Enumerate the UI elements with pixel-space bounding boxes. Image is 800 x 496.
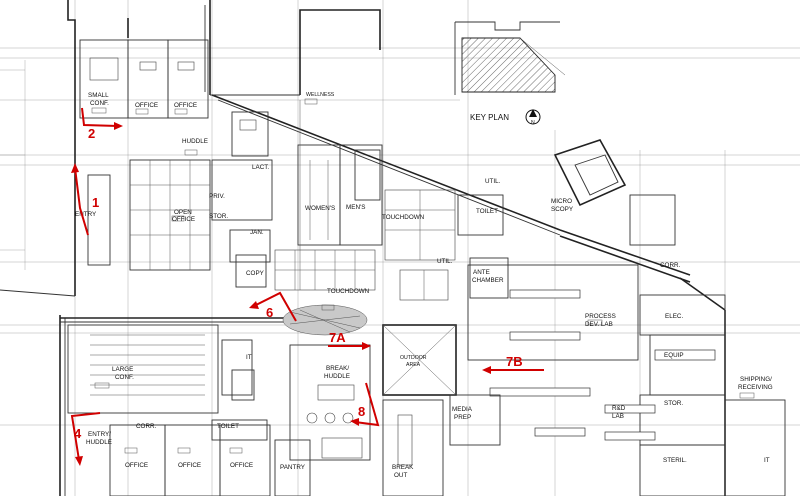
room-label-micro-2: SCOPY [551, 206, 574, 213]
svg-text:1: 1 [92, 195, 99, 210]
room-label-shipping: SHIPPING/ [740, 376, 772, 383]
room-label-toilet: TOILET [476, 208, 498, 215]
room-label-office: OFFICE [230, 462, 253, 469]
room-label-shipping-2: RECEIVING [738, 384, 773, 391]
large-conference [67, 324, 255, 414]
touchdown-desks [274, 189, 456, 301]
room-label-stor: STOR. [664, 400, 683, 407]
room-label-huddle: HUDDLE [182, 138, 208, 145]
room-label-entry-huddle: ENTRY/ [88, 431, 111, 438]
room-label-process-lab: PROCESS [585, 313, 616, 320]
room-label-process-lab-2: DEV. LAB [585, 321, 613, 328]
core-rooms [211, 100, 383, 290]
room-label-open-office-2: OFFICE [172, 216, 195, 223]
room-label-large-conf-2: CONF. [115, 374, 134, 381]
exterior-walls [0, 0, 726, 496]
room-label-jan: JAN. [250, 229, 264, 236]
micro-rooms [457, 139, 676, 299]
room-label-rd-lab: R&D [612, 405, 626, 412]
view-marker-7b-icon: 7B [482, 354, 544, 374]
room-label-outdoor-area-2: AREA [406, 362, 421, 368]
view-marker-7a-icon: 7A [328, 330, 371, 350]
room-label-office: OFFICE [174, 102, 197, 109]
upper-left-offices [79, 39, 300, 157]
room-label-entry-huddle-2: HUDDLE [86, 439, 112, 446]
room-label-util: UTIL. [437, 258, 453, 265]
room-label-office: OFFICE [135, 102, 158, 109]
room-label-stor: STOR. [209, 213, 228, 220]
room-label-equip: EQUIP [664, 352, 684, 359]
view-marker-1-icon: 1 [71, 163, 99, 236]
hatched-zone [282, 304, 368, 336]
room-label-mens: MEN'S [346, 204, 365, 211]
room-label-rd-lab-2: LAB [612, 413, 624, 420]
room-label-elec: ELEC. [665, 313, 683, 320]
north-arrow-icon: N [525, 109, 541, 126]
svg-text:4: 4 [74, 426, 82, 441]
room-label-small-conf: SMALL [88, 92, 109, 99]
room-label-corr: CORR. [660, 262, 681, 269]
bottom-rooms [109, 394, 501, 496]
svg-text:7A: 7A [329, 330, 346, 345]
room-label-small-conf-2: CONF. [90, 100, 109, 107]
view-marker-6-icon: 4 [70, 412, 101, 466]
key-plan: KEY PLAN N [454, 21, 566, 126]
room-label-pantry: PANTRY [280, 464, 306, 471]
room-label-break-huddle-2: HUDDLE [324, 373, 350, 380]
room-label-copy: COPY [246, 270, 265, 277]
room-label-util: UTIL. [485, 178, 501, 185]
room-label-corr: CORR. [136, 423, 157, 430]
open-office-workstations [87, 159, 211, 271]
room-label-ante-chamber-2: CHAMBER [472, 277, 504, 284]
room-label-it: IT [764, 457, 770, 464]
outdoor-area [382, 324, 457, 396]
room-label-touchdown: TOUCHDOWN [327, 288, 370, 295]
room-labels: WELLNESS SMALL CONF. OFFICE OFFICE HUDDL… [75, 92, 773, 479]
svg-text:2: 2 [88, 126, 95, 141]
room-label-womens: WOMEN'S [305, 205, 335, 212]
room-label-entry: ENTRY [75, 211, 97, 218]
room-label-priv: PRIV. [209, 193, 225, 200]
svg-text:7B: 7B [506, 354, 523, 369]
room-label-lact: LACT. [252, 164, 269, 171]
view-marker-8-icon: 8 [350, 382, 380, 427]
room-label-touchdown: TOUCHDOWN [382, 214, 425, 221]
svg-text:6: 6 [266, 305, 273, 320]
room-label-media-prep: MEDIA [452, 406, 473, 413]
room-label-open-office: OPEN [174, 209, 192, 216]
room-label-media-prep-2: PREP [454, 414, 471, 421]
svg-text:8: 8 [358, 404, 365, 419]
room-label-steril: STERIL. [663, 457, 687, 464]
room-tags [91, 98, 755, 454]
room-label-office: OFFICE [125, 462, 148, 469]
key-plan-label: KEY PLAN [470, 113, 509, 122]
room-label-large-conf: LARGE [112, 366, 133, 373]
room-label-toilet: TOILET [217, 423, 239, 430]
svg-text:N: N [531, 120, 535, 126]
view-marker-2-icon: 2 [81, 107, 123, 141]
break-huddle-area [289, 344, 371, 461]
room-label-micro: MICRO [551, 198, 572, 205]
view-markers: 1 2 6 7A 7B 8 4 [70, 107, 544, 466]
room-label-ante-chamber: ANTE [473, 269, 490, 276]
view-marker-4-icon: 6 [249, 291, 297, 322]
room-label-break-huddle: BREAK/ [326, 365, 349, 372]
room-label-outdoor-area: OUTDOOR [400, 355, 427, 361]
room-label-office: OFFICE [178, 462, 201, 469]
key-plan-hatched-area [461, 37, 556, 93]
room-label-it: IT [246, 354, 252, 361]
room-label-break-out: BREAK [392, 464, 414, 471]
labs [467, 264, 786, 496]
room-label-wellness: WELLNESS [306, 92, 335, 98]
room-label-break-out-2: OUT [394, 472, 407, 479]
